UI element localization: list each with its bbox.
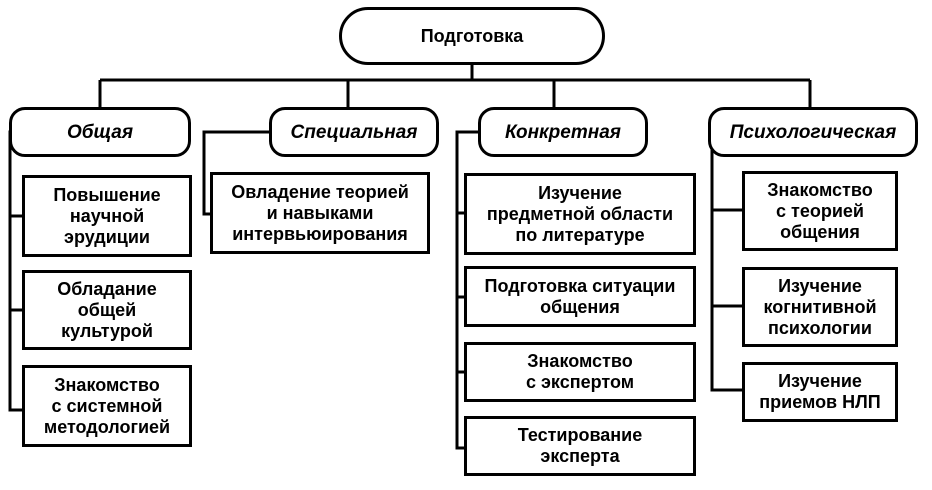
item-psych-2: Изучение когнитивной психологии: [742, 267, 898, 347]
item-specific-1: Изучение предметной области по литератур…: [464, 173, 696, 255]
item-general-1-label: Повышение научной эрудиции: [53, 184, 161, 247]
category-general: Общая: [9, 107, 191, 157]
item-special-1: Овладение теорией и навыками интервьюиро…: [210, 172, 430, 254]
item-specific-4-label: Тестирование эксперта: [517, 425, 643, 466]
category-special-label: Специальная: [290, 121, 418, 143]
category-psychological: Психологическая: [708, 107, 918, 157]
item-general-2: Обладание общей культурой: [22, 270, 192, 350]
item-specific-3-label: Знакомство с экспертом: [525, 351, 635, 392]
root-label: Подготовка: [420, 25, 524, 46]
connector-spine-3: [455, 130, 480, 450]
category-specific: Конкретная: [478, 107, 648, 157]
item-general-1: Повышение научной эрудиции: [22, 175, 192, 257]
item-psych-1-label: Знакомство с теорией общения: [767, 179, 873, 242]
item-psych-2-label: Изучение когнитивной психологии: [763, 275, 877, 338]
item-general-3: Знакомство с системной методологией: [22, 365, 192, 447]
category-psychological-label: Психологическая: [729, 121, 897, 143]
connector-spine-2: [202, 130, 272, 216]
category-general-label: Общая: [66, 121, 134, 143]
item-psych-3-label: Изучение приемов НЛП: [759, 371, 881, 412]
category-specific-label: Конкретная: [505, 121, 621, 143]
connector-spine-4: [710, 150, 744, 392]
category-special: Специальная: [269, 107, 439, 157]
item-general-3-label: Знакомство с системной методологией: [43, 374, 171, 437]
item-specific-4: Тестирование эксперта: [464, 416, 696, 476]
item-specific-3: Знакомство с экспертом: [464, 342, 696, 402]
item-general-2-label: Обладание общей культурой: [57, 278, 157, 341]
item-psych-3: Изучение приемов НЛП: [742, 362, 898, 422]
item-specific-1-label: Изучение предметной области по литератур…: [486, 182, 674, 245]
root-node: Подготовка: [339, 7, 605, 65]
item-psych-1: Знакомство с теорией общения: [742, 171, 898, 251]
item-specific-2-label: Подготовка ситуации общения: [484, 275, 676, 317]
item-special-1-label: Овладение теорией и навыками интервьюиро…: [231, 181, 409, 244]
item-specific-2: Подготовка ситуации общения: [464, 266, 696, 327]
